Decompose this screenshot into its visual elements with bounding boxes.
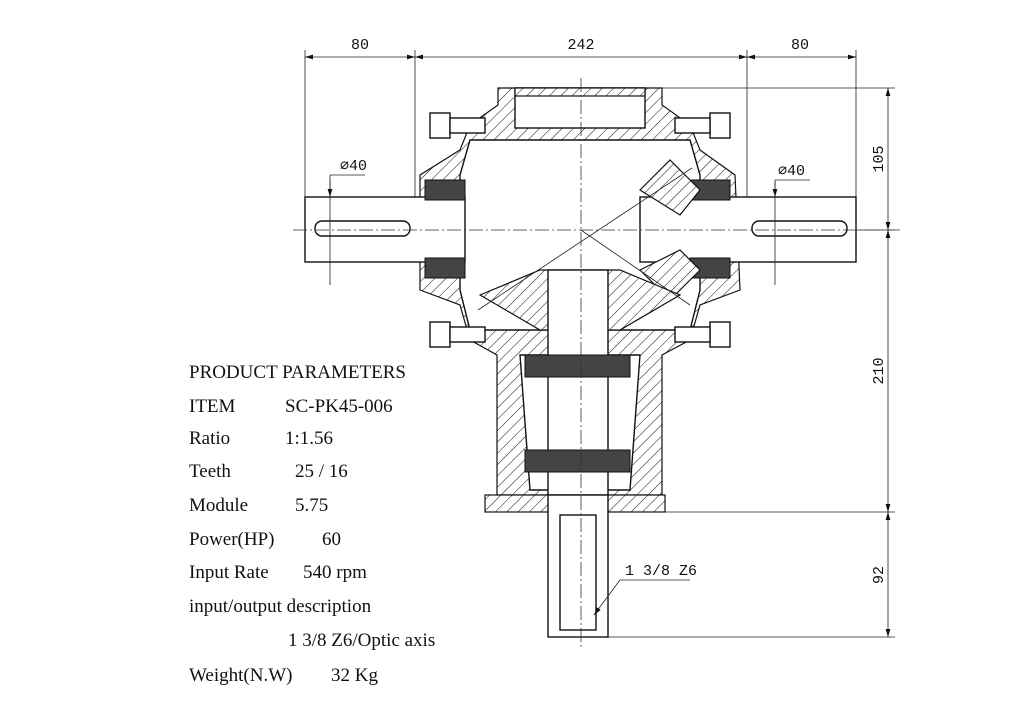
param-value-input-rate: 540 rpm <box>303 562 367 583</box>
dim-left-shaft-length: 80 <box>351 37 369 54</box>
parameters-title: PRODUCT PARAMETERS <box>189 362 406 383</box>
diameter-callouts: ⌀40 ⌀40 1 3/8 Z6 <box>327 158 810 616</box>
param-value-io-description: 1 3/8 Z6/Optic axis <box>288 630 435 651</box>
param-value-power: 60 <box>322 529 341 550</box>
param-label-input-rate: Input Rate <box>189 562 269 583</box>
param-label-ratio: Ratio <box>189 428 230 449</box>
dim-output-shaft-length: 92 <box>871 566 888 584</box>
center-lines <box>293 78 900 650</box>
bolts <box>429 112 731 348</box>
dim-right-shaft-length: 80 <box>791 37 809 54</box>
top-dimensions: 80 242 80 <box>304 37 857 262</box>
param-label-teeth: Teeth <box>189 461 231 482</box>
dim-lower-height: 210 <box>871 357 888 384</box>
param-label-io-description: input/output description <box>189 596 372 617</box>
dim-left-shaft-diameter: ⌀40 <box>340 158 367 175</box>
dim-housing-width: 242 <box>567 37 594 54</box>
dim-top-height: 105 <box>871 145 888 172</box>
dim-output-spline: 1 3/8 Z6 <box>625 563 697 580</box>
product-parameters: PRODUCT PARAMETERS ITEM SC-PK45-006 Rati… <box>189 362 435 686</box>
param-label-weight: Weight(N.W) <box>189 665 292 686</box>
param-label-item: ITEM <box>189 396 236 417</box>
param-value-module: 5.75 <box>295 495 328 516</box>
dim-right-shaft-diameter: ⌀40 <box>778 163 805 180</box>
param-label-power: Power(HP) <box>189 529 275 550</box>
param-value-weight: 32 Kg <box>331 665 378 686</box>
param-label-module: Module <box>189 495 248 516</box>
param-value-item: SC-PK45-006 <box>285 396 393 417</box>
left-input-shaft <box>304 179 466 279</box>
vertical-output-shaft <box>524 269 631 638</box>
param-value-teeth: 25 / 16 <box>295 461 348 482</box>
param-value-ratio: 1:1.56 <box>285 428 333 449</box>
